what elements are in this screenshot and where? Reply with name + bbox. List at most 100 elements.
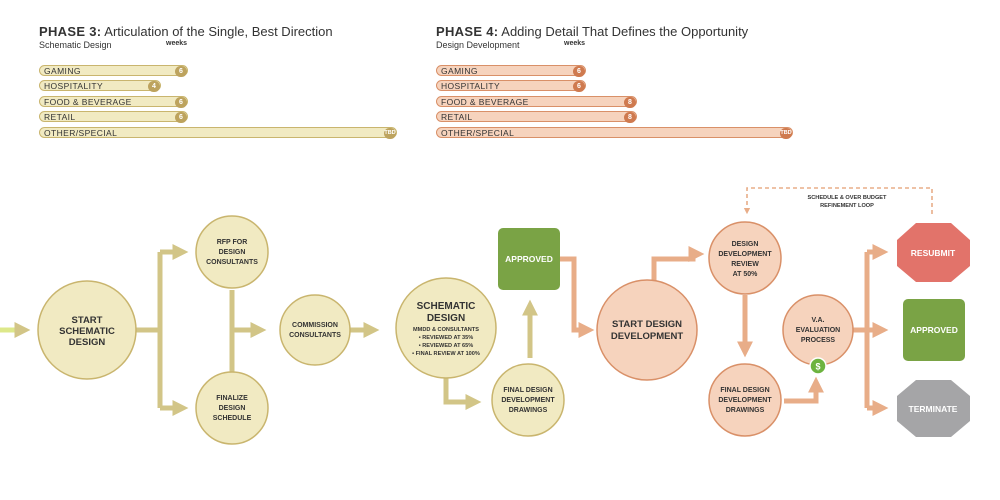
phase3-bar-hospitality: HOSPITALITY 4 [39,80,161,92]
bar-label: GAMING [44,66,81,76]
final-dd-drawings-node-phase3: FINAL DESIGN DEVELOPMENT DRAWINGS [491,363,565,437]
weeks-badge: 8 [624,97,636,108]
node-label: REVIEW [731,261,759,268]
weeks-badge: 6 [175,66,187,77]
node-label: DESIGN [732,241,759,248]
bar-label: FOOD & BEVERAGE [441,97,529,107]
approved-box-phase3: APPROVED [498,228,560,290]
arrow-schematic-to-final [443,378,482,411]
phase4-bar-gaming: GAMING 6 [436,65,586,77]
schematic-design-node: SCHEMATIC DESIGN MMDD & CONSULTANTS • RE… [395,277,497,379]
va-evaluation-node: V.A. EVALUATION PROCESS [782,294,854,366]
node-label: FINALIZE [216,395,248,402]
start-design-development-node: START DESIGN DEVELOPMENT [596,279,698,381]
node-label: DESIGN [427,313,465,324]
bar-label: RETAIL [44,112,76,122]
node-label: DRAWINGS [726,407,765,414]
weeks-badge: 4 [148,81,160,92]
bar-label: HOSPITALITY [441,81,501,91]
node-label: FINAL DESIGN [503,387,552,394]
phase3-title-text: Articulation of the Single, Best Directi… [101,24,333,39]
node-label: SCHEMATIC [417,301,476,312]
phase4-title-text: Adding Detail That Defines the Opportuni… [498,24,749,39]
phase3-bar-gaming: GAMING 6 [39,65,188,77]
final-dd-drawings-node-phase4: FINAL DESIGN DEVELOPMENT DRAWINGS [708,363,782,437]
node-label: CONSULTANTS [289,332,341,339]
phase4-weeks-label: weeks [564,40,586,47]
dollar-icon: $ [809,357,827,375]
approved-box-phase4: APPROVED [903,299,965,361]
terminate-octagon: TERMINATE [897,380,970,437]
node-label: FINAL DESIGN [720,387,769,394]
bar-label: OTHER/SPECIAL [441,128,515,138]
phase3-weeks-label: weeks [166,40,188,47]
bar-label: RETAIL [441,112,473,122]
bar-label: OTHER/SPECIAL [44,128,118,138]
phase4-connectors [560,243,889,417]
refinement-loop: SCHEDULE & OVER BUDGET REFINEMENT LOOP [743,187,933,215]
phase4-bar-retail: RETAIL 8 [436,111,637,123]
approved-label: APPROVED [910,325,958,335]
dd-review-node: DESIGN DEVELOPMENT REVIEW AT 50% [708,221,782,295]
weeks-badge: 6 [573,66,585,77]
node-label: DRAWINGS [509,407,548,414]
phase4-subtitle: Design Development [436,40,520,50]
node-label: RFP FOR [217,239,248,246]
finalize-design-schedule-node: FINALIZE DESIGN SCHEDULE [195,371,269,445]
phase3-bar-other-special: OTHER/SPECIAL TBD [39,127,397,139]
terminate-label: TERMINATE [909,404,958,414]
resubmit-octagon: RESUBMIT [897,223,970,282]
node-detail: • FINAL REVIEW AT 100% [412,351,480,357]
node-label: START DESIGN [612,319,682,330]
phase3-title-bold: PHASE 3: [39,24,102,39]
node-label: EVALUATION [796,327,840,334]
node-label: CONSULTANTS [206,259,258,266]
node-detail: MMDD & CONSULTANTS [413,327,479,333]
bar-label: FOOD & BEVERAGE [44,97,132,107]
commission-consultants-node: COMMISSION CONSULTANTS [279,294,351,366]
arrow-final-to-va [784,376,825,404]
node-label: DEVELOPMENT [718,251,772,258]
weeks-badge: 6 [175,112,187,123]
node-label: SCHEMATIC [59,326,115,337]
node-label: SCHEDULE [213,415,252,422]
phase4-title-bold: PHASE 4: [436,24,499,39]
loop-label-line2: REFINEMENT LOOP [820,203,874,209]
node-detail: • REVIEWED AT 35% [419,335,474,341]
bar-label: HOSPITALITY [44,81,104,91]
phase3-bar-food-beverage: FOOD & BEVERAGE 6 [39,96,188,108]
start-schematic-design-node: START SCHEMATIC DESIGN [37,280,137,380]
node-label: COMMISSION [292,322,338,329]
phase4-bar-hospitality: HOSPITALITY 6 [436,80,586,92]
weeks-badge: 8 [624,112,636,123]
node-detail: • REVIEWED AT 65% [419,343,474,349]
node-label: DESIGN [219,249,246,256]
weeks-badge: 6 [573,81,585,92]
approved-label: APPROVED [505,254,553,264]
arrow-approved-to-start-dd [560,256,595,339]
phase3-connectors [0,243,539,417]
bar-label: GAMING [441,66,478,76]
loop-label-line1: SCHEDULE & OVER BUDGET [808,195,888,201]
weeks-badge: 6 [175,97,187,108]
dollar-sign: $ [815,362,820,372]
node-label: DESIGN [219,405,246,412]
phase4-bar-other-special: OTHER/SPECIAL TBD [436,127,793,139]
rfp-design-consultants-node: RFP FOR DESIGN CONSULTANTS [195,215,269,289]
node-label: V.A. [812,317,825,324]
weeks-badge: TBD [384,128,396,139]
resubmit-label: RESUBMIT [911,248,956,258]
phase3-title: PHASE 3: Articulation of the Single, Bes… [39,24,333,39]
node-label: DEVELOPMENT [501,397,555,404]
weeks-badge: TBD [780,128,792,139]
arrow-start-dd-to-review [651,245,705,282]
node-label: DEVELOPMENT [611,331,684,342]
phase3-bar-retail: RETAIL 6 [39,111,188,123]
phase3-subtitle: Schematic Design [39,40,112,50]
node-label: START [72,315,103,326]
node-label: DEVELOPMENT [718,397,772,404]
node-label: DESIGN [69,337,106,348]
phase4-bar-food-beverage: FOOD & BEVERAGE 8 [436,96,637,108]
phase4-title: PHASE 4: Adding Detail That Defines the … [436,24,748,39]
